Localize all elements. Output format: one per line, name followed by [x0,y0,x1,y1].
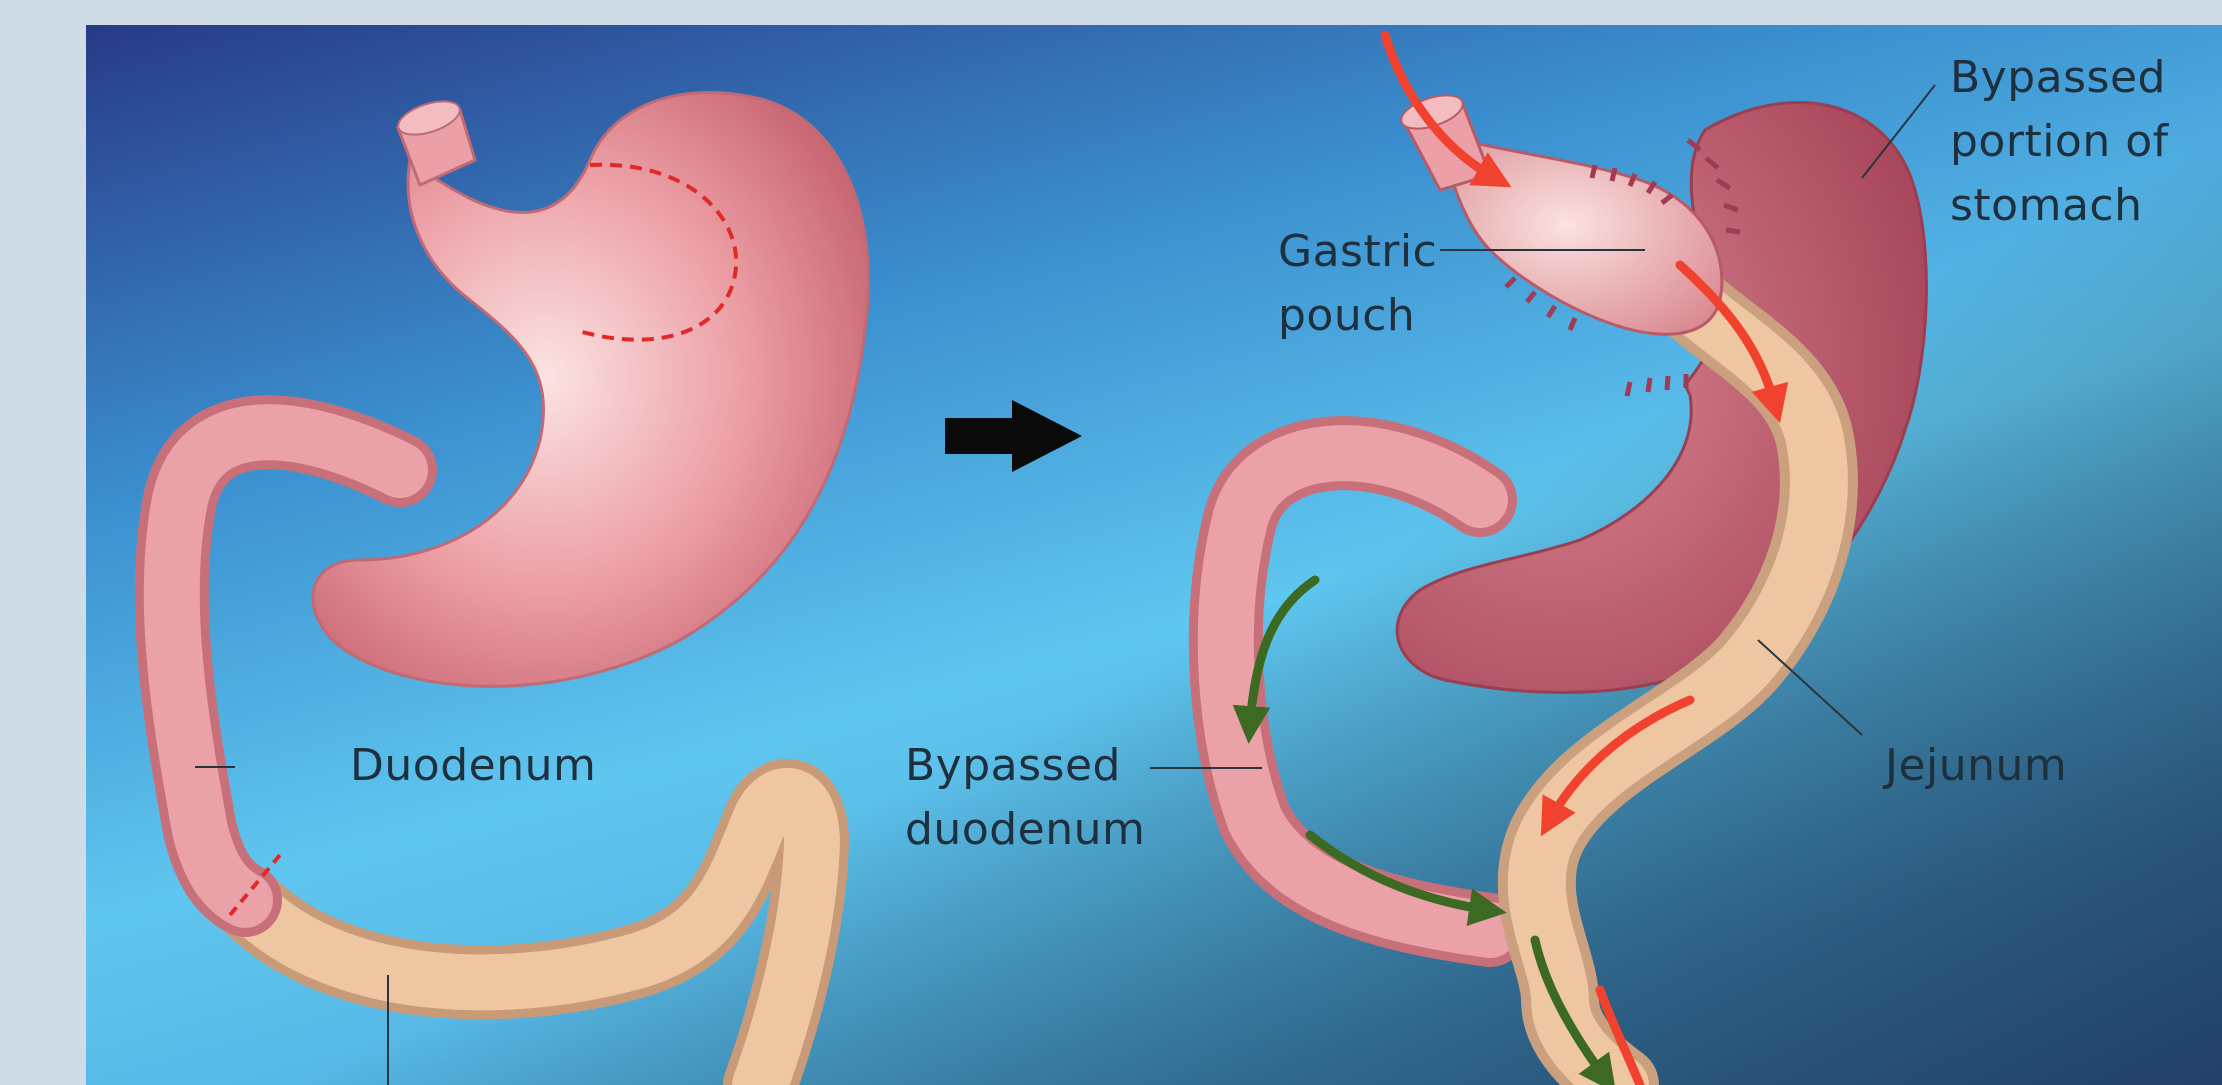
label-bypassed-stomach-line3: stomach [1950,180,2143,231]
label-bypassed-duodenum-line2: duodenum [905,804,1145,855]
label-bypassed-stomach-line2: portion of [1950,116,2170,167]
label-duodenum: Duodenum [350,740,596,791]
label-bypassed-stomach-line1: Bypassed [1950,52,2166,103]
label-jejunum: Jejunum [1882,740,2067,791]
label-gastric-pouch-line2: pouch [1278,290,1415,341]
label-bypassed-duodenum-line1: Bypassed [905,740,1121,791]
label-gastric-pouch-line1: Gastric [1278,226,1437,277]
